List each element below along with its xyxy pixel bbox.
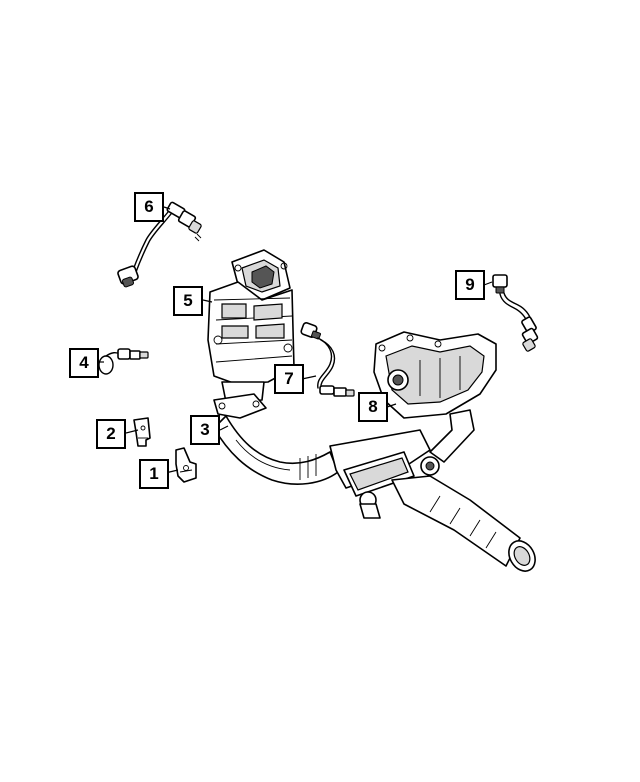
part-4-sensor[interactable] — [98, 348, 149, 375]
part-5-catalytic-converter[interactable] — [207, 249, 295, 403]
part-3-front-pipe[interactable] — [213, 393, 339, 485]
tail-pipe — [391, 475, 536, 572]
callout-4[interactable]: 4 — [69, 348, 99, 378]
callout-7[interactable]: 7 — [274, 364, 304, 394]
part-9-oxygen-sensor[interactable] — [492, 274, 539, 352]
callout-8[interactable]: 8 — [358, 392, 388, 422]
callout-2[interactable]: 2 — [96, 419, 126, 449]
part-6-oxygen-sensor[interactable] — [117, 201, 202, 288]
part-7-oxygen-sensor[interactable] — [300, 322, 355, 397]
callout-1[interactable]: 1 — [139, 459, 169, 489]
part-8-exhaust-manifold[interactable] — [373, 331, 497, 463]
part-2-bracket[interactable] — [133, 417, 151, 447]
leader-lines — [98, 206, 493, 475]
callout-3[interactable]: 3 — [190, 415, 220, 445]
mid-pipe-resonator — [329, 429, 440, 519]
callout-5[interactable]: 5 — [173, 286, 203, 316]
callout-6[interactable]: 6 — [134, 192, 164, 222]
part-1-bracket[interactable] — [175, 447, 197, 483]
callout-9[interactable]: 9 — [455, 270, 485, 300]
